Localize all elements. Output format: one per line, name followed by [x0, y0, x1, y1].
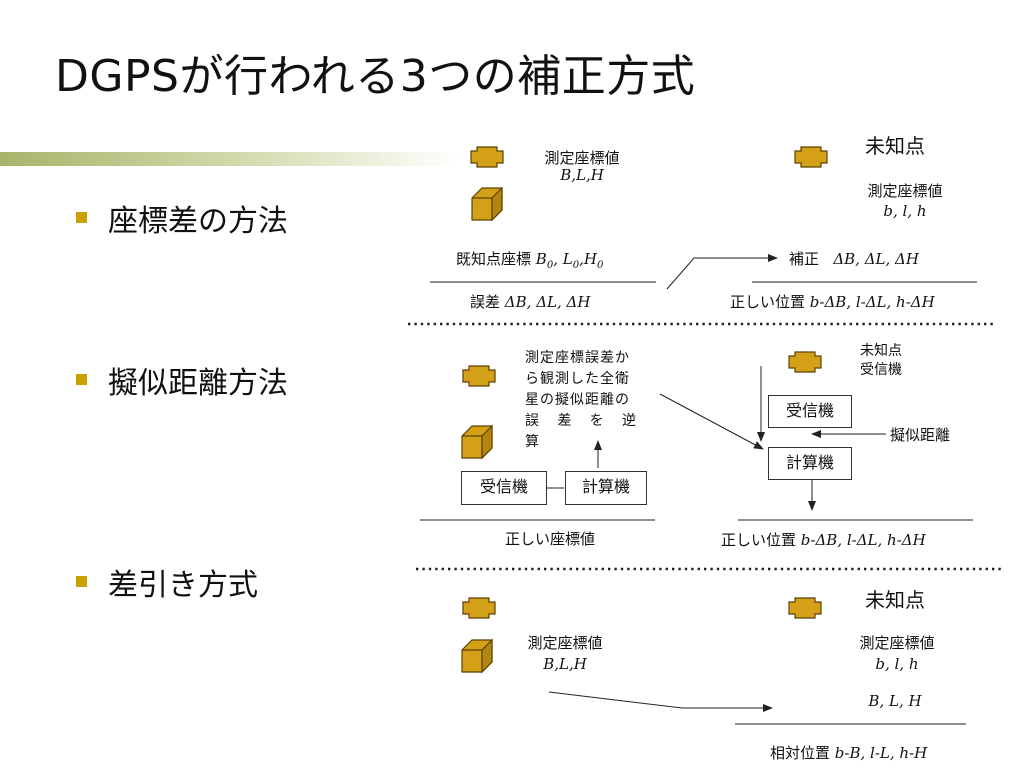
pseudorange-label: 擬似距離: [890, 426, 951, 444]
note-line: 測定座標誤差か: [525, 350, 630, 366]
page-title: DGPSが行われる3つの補正方式: [55, 51, 696, 102]
unknown-receiver-label: 受信機: [860, 362, 902, 378]
ref-measured-coord: B,L,H: [543, 655, 587, 673]
correct-position-coord: b-ΔB, l-ΔL, h-ΔH: [809, 293, 935, 311]
known-point-coordinates: 既知点座標 B0, L0,H0: [456, 248, 603, 271]
unknown-point-title: 未知点: [860, 343, 902, 359]
bullet-pseudorange: 擬似距離方法: [108, 366, 288, 401]
computer-box-left: 計算機: [565, 471, 647, 505]
bullet-subtraction: 差引き方式: [108, 568, 258, 603]
bullet-marker: [76, 212, 87, 223]
reference-coord: B, L, H: [868, 692, 922, 710]
note-line: 星の擬似距離の: [525, 392, 630, 408]
unknown-measured-label: 測定座標値: [859, 634, 935, 652]
note-line: 誤差を逆算: [525, 413, 649, 450]
satellite-icon: [794, 146, 828, 168]
unknown-point-title: 未知点: [865, 588, 925, 612]
unknown-measured-coord: b, l, h: [875, 655, 919, 673]
satellite-icon: [788, 597, 822, 619]
difference-arrow: [548, 691, 773, 712]
error-coord: ΔB, ΔL, ΔH: [504, 293, 591, 311]
error-text: 誤差 ΔB, ΔL, ΔH: [470, 291, 590, 312]
correction-text: 補正 ΔB, ΔL, ΔH: [789, 248, 919, 269]
title-underline-bar: [0, 152, 460, 166]
bullet-marker: [76, 374, 87, 385]
error-label: 誤差: [470, 293, 501, 311]
correct-position-coord: b-ΔB, l-ΔL, h-ΔH: [800, 531, 926, 549]
known-coord-h: H0: [583, 250, 604, 271]
unknown-measured-coord: b, l, h: [883, 202, 927, 220]
correction-label: 補正: [789, 250, 820, 268]
ref-measured-coord: B,L,H: [560, 166, 604, 184]
satellite-icon: [470, 146, 504, 168]
receiver-box-right: 受信機: [768, 395, 852, 428]
computer-box-right: 計算機: [768, 447, 852, 480]
reference-station-icon: [461, 639, 493, 673]
bullet-coordinate-difference: 座標差の方法: [108, 204, 288, 239]
satellite-icon: [462, 365, 496, 387]
note-line: ら観測した全衛: [525, 371, 630, 387]
ref-measured-label: 測定座標値: [544, 149, 620, 167]
correct-position-label: 正しい位置: [730, 293, 806, 311]
ref-measured-label: 測定座標値: [527, 634, 603, 652]
correct-position-label: 正しい位置: [721, 531, 797, 549]
relative-position-text: 相対位置 b-B, l-L, h-H: [770, 742, 927, 763]
reference-station-icon: [471, 187, 503, 221]
pseudorange-error-note: 測定座標誤差か ら観測した全衛 星の擬似距離の 誤差を逆算: [525, 348, 649, 453]
satellite-icon: [462, 597, 496, 619]
correct-coordinate-label: 正しい座標値: [504, 530, 595, 548]
known-point-label: 既知点座標: [456, 250, 532, 268]
known-coord-b: B0,: [535, 250, 558, 271]
satellite-icon: [788, 351, 822, 373]
correct-position-text: 正しい位置 b-ΔB, l-ΔL, h-ΔH: [721, 529, 926, 550]
known-coord-l: L0,: [562, 250, 584, 271]
correction-coord: ΔB, ΔL, ΔH: [833, 250, 919, 268]
error-correction-arrow: [659, 393, 764, 450]
correction-arrow: [666, 254, 778, 290]
receiver-box-left: 受信機: [461, 471, 547, 505]
relative-position-label: 相対位置: [770, 744, 831, 762]
relative-position-coord: b-B, l-L, h-H: [834, 744, 928, 762]
bullet-marker: [76, 576, 87, 587]
reference-station-icon: [461, 425, 493, 459]
unknown-point-title: 未知点: [865, 134, 925, 158]
correct-position-text: 正しい位置 b-ΔB, l-ΔL, h-ΔH: [730, 291, 935, 312]
unknown-measured-label: 測定座標値: [867, 182, 943, 200]
